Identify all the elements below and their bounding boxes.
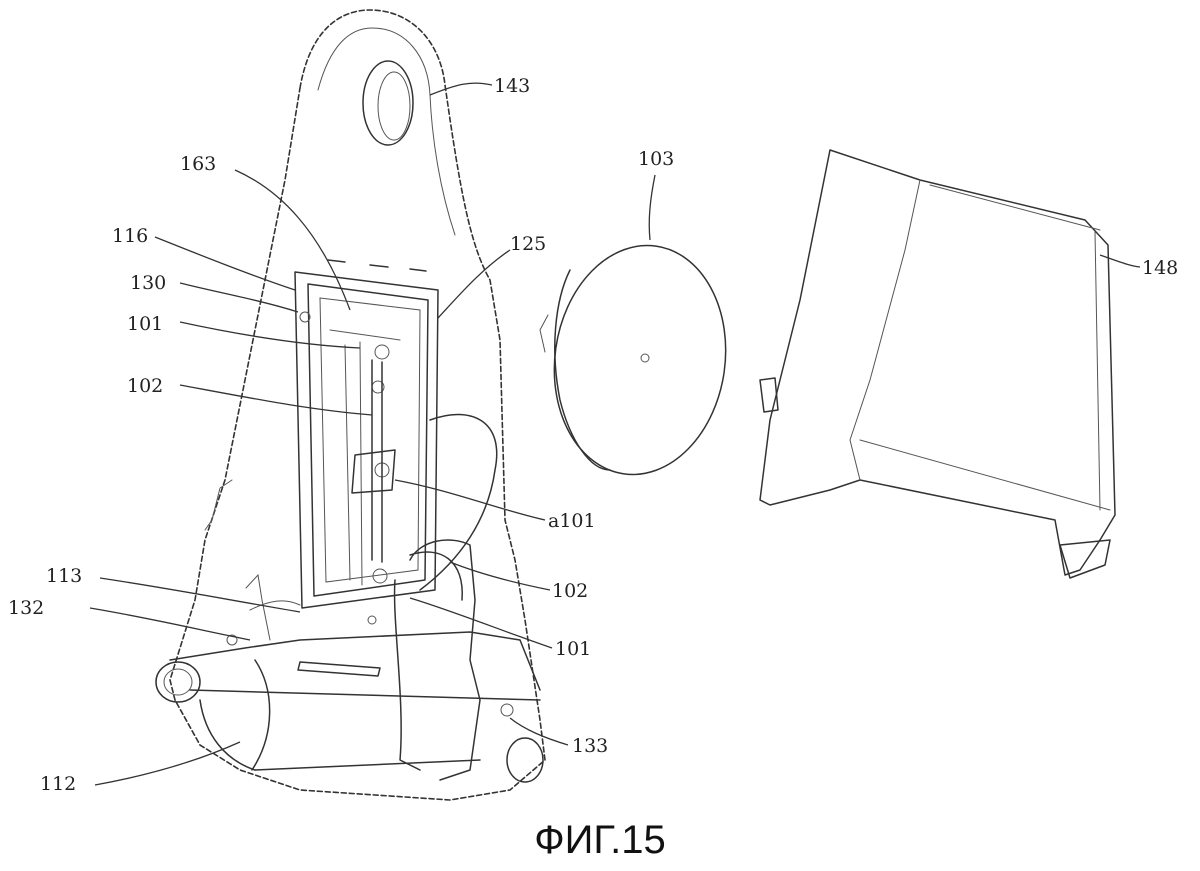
label-102-top: 102	[127, 375, 163, 397]
lower-tube	[155, 600, 544, 783]
label-143: 143	[494, 75, 530, 97]
label-102-bottom: 102	[552, 580, 588, 602]
label-132: 132	[8, 597, 44, 619]
label-116: 116	[112, 225, 148, 247]
label-101-top: 101	[127, 313, 163, 335]
contact-strips	[329, 329, 498, 591]
label-113: 113	[46, 565, 82, 587]
label-130: 130	[130, 272, 166, 294]
label-148: 148	[1142, 257, 1178, 279]
cover	[759, 149, 1116, 579]
label-163: 163	[180, 153, 216, 175]
label-133: 133	[572, 735, 608, 757]
label-a101: a101	[548, 510, 596, 532]
clip-arm	[393, 539, 481, 781]
label-112: 112	[40, 773, 76, 795]
leader-lines	[89, 82, 1141, 786]
receptacle-frame	[294, 259, 439, 609]
reference-labels: 143 163 103 116 125 148 130 101 102 a101…	[8, 75, 1178, 795]
label-125: 125	[510, 233, 546, 255]
figure-caption: ФИГ.15	[534, 818, 666, 862]
label-101-bottom: 101	[555, 638, 591, 660]
label-103: 103	[638, 148, 674, 170]
button-cell	[539, 244, 727, 476]
bracket-plate	[169, 9, 546, 801]
